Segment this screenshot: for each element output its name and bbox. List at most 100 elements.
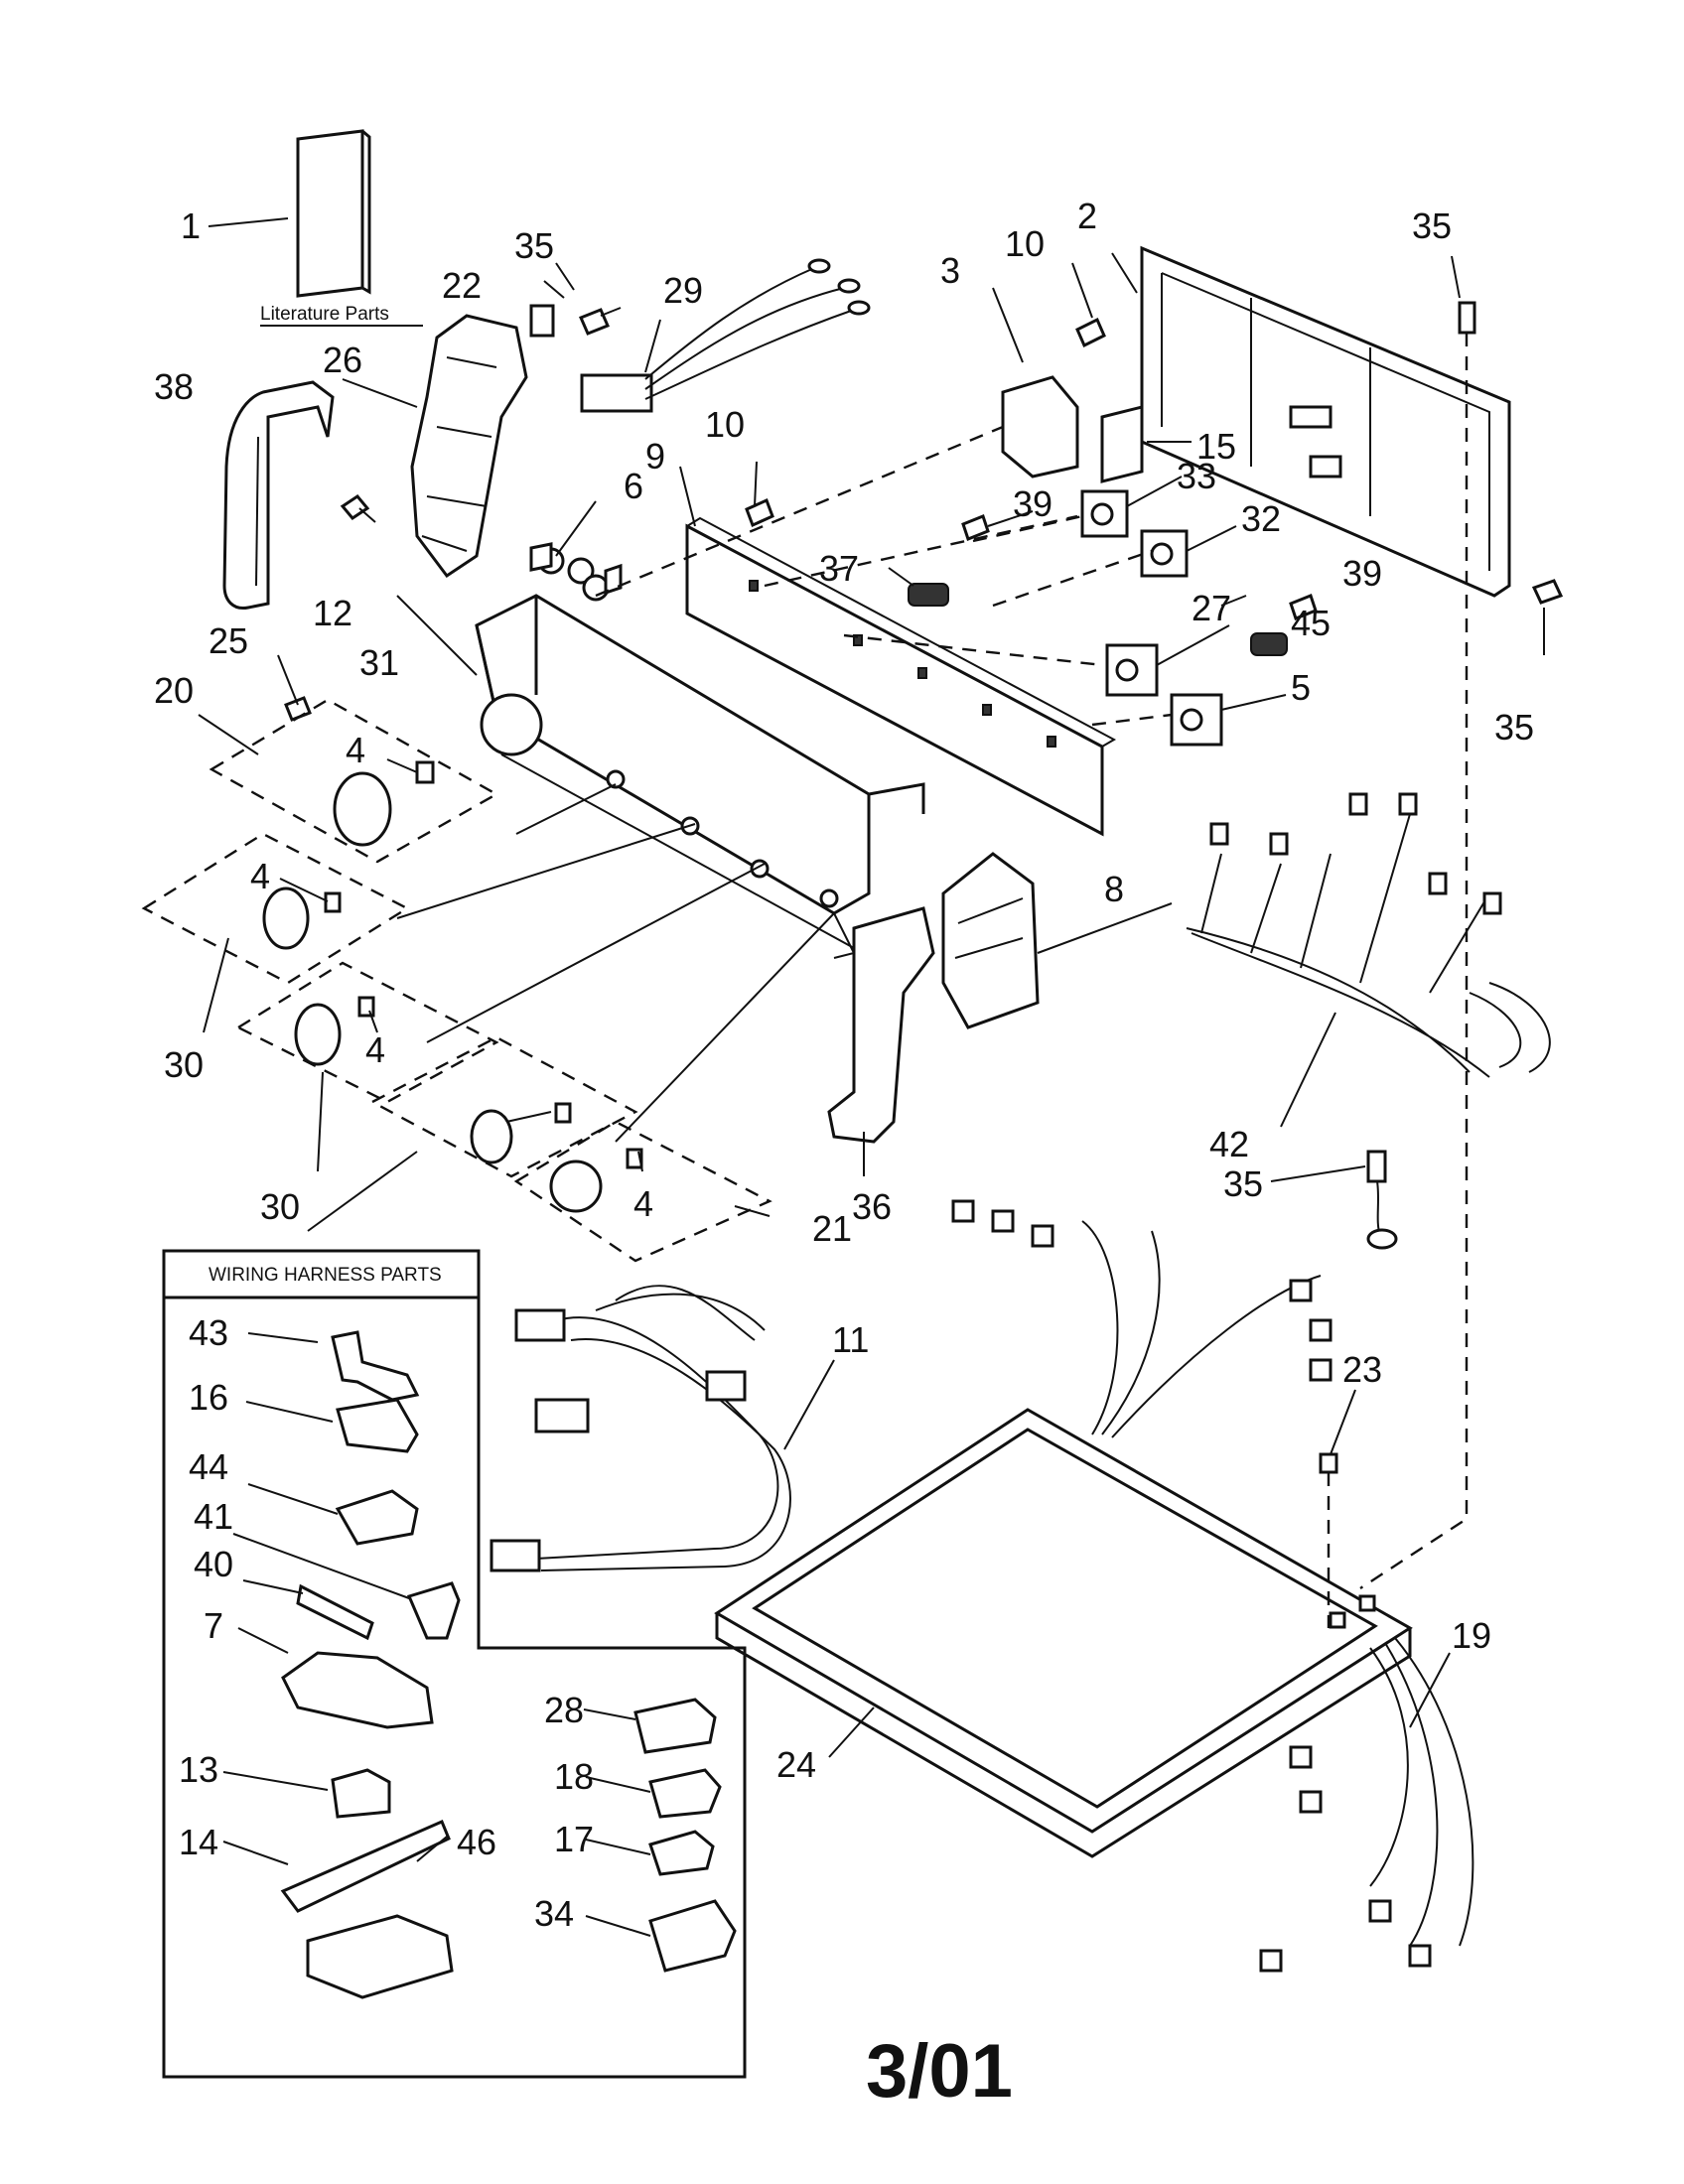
callout-10-right: 10 (1005, 223, 1045, 264)
knob-group-30a (141, 832, 410, 985)
callout-27: 27 (1192, 588, 1231, 628)
rotary-switch-32 (1140, 529, 1189, 578)
screw-39-lower (1289, 594, 1318, 620)
console-housing (475, 594, 925, 959)
terminal-43 (331, 1330, 420, 1402)
callout-35-top-left: 35 (514, 225, 554, 266)
callout-33: 33 (1177, 456, 1216, 496)
callout-31: 31 (359, 642, 399, 683)
harness-box-title: WIRING HARNESS PARTS (209, 1265, 442, 1286)
callout-18: 18 (554, 1756, 594, 1797)
knob-group-30b (235, 961, 638, 1178)
callout-44: 44 (189, 1446, 228, 1487)
callout-23: 23 (1342, 1349, 1382, 1390)
back-panel (1140, 245, 1511, 598)
callout-16: 16 (189, 1377, 228, 1418)
callout-43: 43 (189, 1312, 228, 1353)
wiring-bundle-42 (1186, 792, 1551, 1078)
cap-45 (1250, 632, 1288, 656)
cable-tie-14 (280, 1820, 451, 1913)
leader-lines (198, 217, 1545, 1937)
screw-35-top (579, 307, 622, 336)
callout-26: 26 (323, 340, 362, 380)
screw-35-right-top (1458, 301, 1476, 335)
callout-1: 1 (181, 205, 201, 246)
callout-22: 22 (442, 265, 482, 306)
callout-41: 41 (194, 1496, 233, 1537)
callout-35-right: 35 (1494, 707, 1534, 748)
callout-11: 11 (832, 1319, 869, 1360)
clip-41 (406, 1581, 461, 1640)
cap-37 (908, 583, 949, 607)
callout-5: 5 (1291, 667, 1311, 708)
callout-4-b: 4 (250, 856, 270, 896)
callout-14: 14 (179, 1822, 218, 1862)
connector-44 (335, 1489, 419, 1546)
callout-36: 36 (852, 1186, 892, 1227)
literature-caption: Literature Parts (260, 304, 389, 325)
callout-29: 29 (663, 270, 703, 311)
indicator-lamps (529, 542, 623, 602)
callout-39-lower: 39 (1342, 553, 1382, 594)
plug-28 (633, 1698, 717, 1754)
plug-18 (648, 1768, 722, 1819)
callout-4-a: 4 (346, 730, 365, 770)
callout-38: 38 (154, 366, 194, 407)
left-end-bracket (410, 304, 555, 579)
switch-27 (1105, 643, 1159, 697)
callout-6: 6 (624, 466, 643, 506)
callout-17: 17 (554, 1819, 594, 1859)
harness-11 (490, 1285, 791, 1572)
harness-29 (580, 258, 871, 413)
screw-10-left (745, 497, 774, 528)
screw-10-right (1075, 317, 1106, 348)
tube-40 (296, 1583, 374, 1641)
plug-13 (331, 1768, 391, 1819)
literature-booklet (296, 129, 371, 298)
callout-39-upper: 39 (1013, 483, 1052, 524)
callout-25: 25 (209, 620, 248, 661)
plug-17 (648, 1830, 715, 1876)
callout-10-left: 10 (705, 404, 745, 445)
left-handle (222, 380, 335, 611)
footer-date: 3/01 (866, 2029, 1013, 2114)
knob-group-20 (209, 698, 499, 864)
callout-42: 42 (1209, 1124, 1249, 1164)
bracket-15 (1100, 405, 1144, 483)
right-handle (827, 906, 935, 1144)
callout-12: 12 (313, 593, 352, 633)
callout-35-ground: 35 (1223, 1163, 1263, 1204)
callout-45: 45 (1291, 603, 1331, 643)
rotary-switch-33 (1080, 489, 1129, 538)
callout-28: 28 (544, 1690, 584, 1730)
callout-3: 3 (940, 250, 960, 291)
callout-4-d: 4 (633, 1183, 653, 1224)
callout-9: 9 (645, 436, 665, 477)
block-46 (306, 1914, 454, 1999)
harness-parts-box (162, 1249, 747, 2079)
callout-30-b: 30 (260, 1186, 300, 1227)
switch-3 (1001, 375, 1079, 478)
callout-46: 46 (457, 1822, 496, 1862)
harness-19 (951, 1199, 1474, 1973)
connector-16 (336, 1398, 419, 1453)
callout-4-c: 4 (365, 1029, 385, 1070)
callout-40: 40 (194, 1544, 233, 1584)
clip-23 (1319, 1452, 1338, 1474)
callout-15: 15 (1196, 426, 1236, 467)
switch-5 (1170, 693, 1223, 747)
screw-35-ground (1366, 1150, 1387, 1183)
callout-34: 34 (534, 1893, 574, 1934)
screw-39-upper (961, 514, 990, 541)
callout-21: 21 (812, 1208, 852, 1249)
callout-7: 7 (204, 1605, 223, 1646)
callout-20: 20 (154, 670, 194, 711)
callout-35-top-right: 35 (1412, 205, 1452, 246)
callout-30-a: 30 (164, 1044, 204, 1085)
callout-13: 13 (179, 1749, 218, 1790)
screw-12 (340, 494, 376, 523)
ground-wire (1376, 1180, 1381, 1237)
callout-24: 24 (776, 1744, 816, 1785)
top-panel (714, 1408, 1413, 1858)
